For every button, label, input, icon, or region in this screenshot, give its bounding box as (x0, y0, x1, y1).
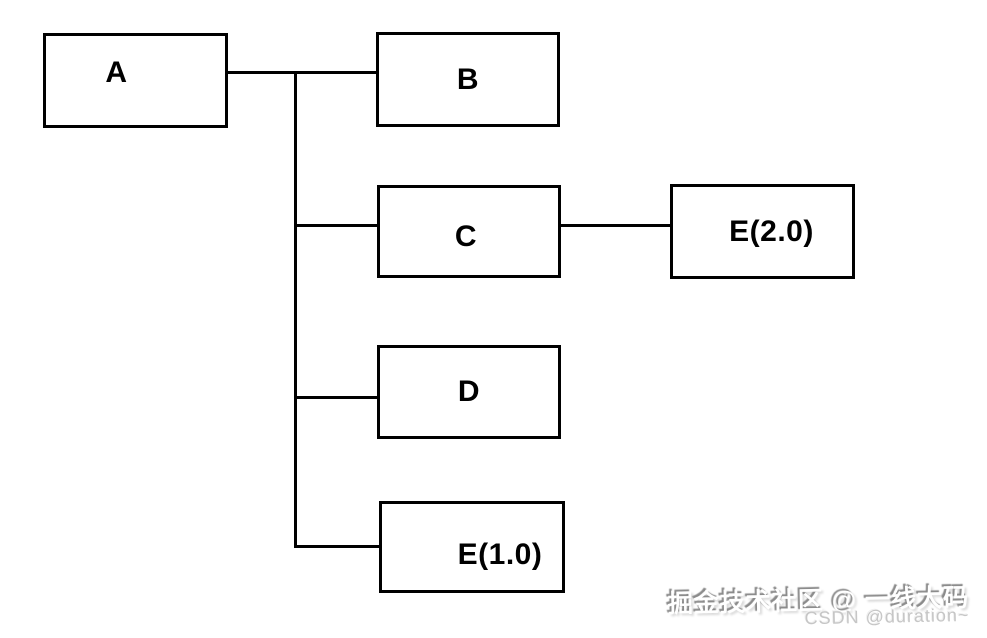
node-c: C (377, 185, 561, 278)
connector-trunk-vertical (294, 72, 297, 548)
connector-a-to-b (226, 71, 378, 74)
node-d-label: D (457, 375, 481, 408)
node-e2: E(2.0) (670, 184, 855, 279)
node-a: A (43, 33, 228, 128)
node-d: D (377, 345, 561, 439)
node-e1: E(1.0) (379, 501, 565, 593)
node-e2-label: E(2.0) (729, 214, 814, 248)
connector-trunk-to-e1 (296, 545, 381, 548)
connector-c-to-e2 (559, 224, 672, 227)
watermark: 掘金技术社区 @ 一线大码 CSDN @duration~ (667, 584, 970, 633)
connector-trunk-to-c (296, 224, 379, 227)
node-b-label: B (456, 62, 480, 96)
watermark-csdn-text: CSDN @duration~ (804, 605, 970, 629)
node-c-label: C (454, 219, 478, 253)
node-b: B (376, 32, 560, 127)
node-e1-label: E(1.0) (457, 538, 543, 571)
node-a-label: A (105, 55, 128, 89)
connector-trunk-to-d (296, 396, 379, 399)
watermark-community-text: 掘金技术社区 @ 一线大码 (667, 584, 970, 619)
